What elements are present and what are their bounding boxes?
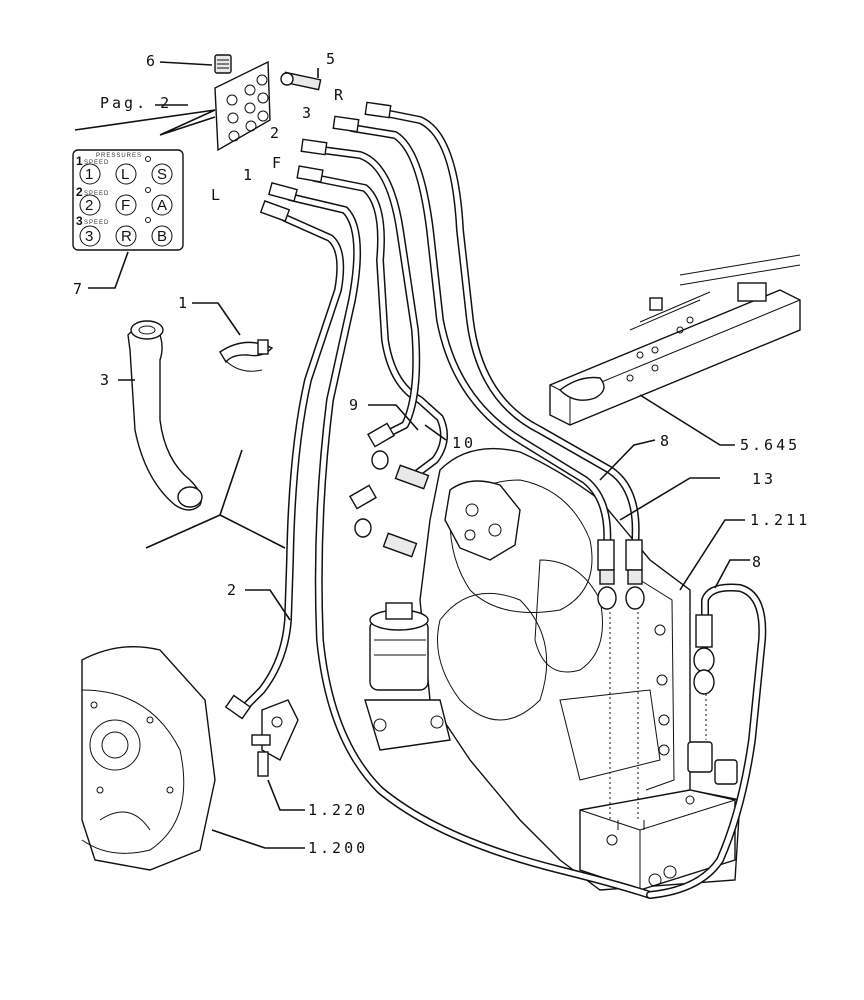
callout-9: 9	[349, 396, 361, 414]
hose-3	[348, 124, 612, 549]
callout-F: F	[272, 154, 284, 172]
assembly-lines	[609, 612, 707, 830]
plate-row1-caption: SPEED	[84, 160, 109, 166]
callout-labels: 6 5 R 3 2 F 1 L Pag. 2 7 1 3 9 10 8 13 5…	[73, 50, 810, 857]
plate-row3-number: 3	[76, 214, 83, 228]
leader-lines	[74, 61, 750, 849]
plate-btn-A: A	[157, 197, 167, 214]
transmission-housing	[364, 447, 741, 891]
callout-2-top: 2	[270, 124, 282, 142]
callout-1-211: 1.211	[750, 511, 810, 529]
pressure-plate: PRESSURES 1 SPEED 1 L S 2 SPEED 2 F A 3 …	[72, 149, 184, 251]
callout-5: 5	[326, 50, 338, 68]
callout-5-645: 5.645	[740, 436, 800, 454]
callout-3-top: 3	[302, 104, 314, 122]
callout-1-clamp: 1	[178, 294, 190, 312]
callout-6: 6	[146, 52, 158, 70]
plate-btn-1: 1	[85, 166, 93, 183]
hose-fittings	[224, 101, 715, 720]
callout-1-top: 1	[243, 166, 255, 184]
callout-2-hose: 2	[227, 581, 239, 599]
callout-3-hose: 3	[100, 371, 112, 389]
plate-btn-R: R	[121, 228, 132, 245]
plate-row1-number: 1	[76, 154, 83, 168]
callout-10: 10	[452, 434, 476, 452]
fitting-5	[280, 71, 322, 91]
callout-1-220: 1.220	[308, 801, 368, 819]
callout-L: L	[211, 186, 223, 204]
callout-1-200: 1.200	[308, 839, 368, 857]
hose-F	[311, 174, 448, 479]
hose-R	[381, 109, 640, 549]
callout-13: 13	[752, 470, 776, 488]
fitting-6	[214, 54, 232, 74]
callout-7: 7	[73, 280, 85, 298]
plate-btn-L: L	[121, 166, 129, 183]
hose-8-right	[646, 583, 767, 899]
callout-8-top: 8	[660, 432, 672, 450]
hose-bracket	[251, 699, 299, 777]
clamp	[219, 339, 274, 372]
plate-header: PRESSURES	[96, 153, 142, 159]
hose-1	[286, 193, 654, 899]
plate-btn-S: S	[157, 166, 167, 183]
hose-2	[318, 146, 421, 439]
callout-8-right: 8	[752, 553, 764, 571]
plate-bracket	[214, 60, 271, 152]
plate-row2-number: 2	[76, 185, 83, 199]
hose-L	[236, 214, 345, 716]
callout-pag-2: Pag. 2	[100, 94, 172, 112]
plate-btn-2: 2	[85, 197, 93, 214]
plate-btn-3: 3	[85, 228, 93, 245]
frame-rail	[549, 254, 801, 426]
rubber-hose-3	[127, 320, 203, 511]
callout-R: R	[334, 86, 346, 104]
plate-row2-caption: SPEED	[84, 191, 109, 197]
axle-hub	[81, 646, 216, 871]
plate-row3-caption: SPEED	[84, 220, 109, 226]
plate-btn-F: F	[121, 197, 130, 214]
plate-btn-B: B	[157, 228, 167, 245]
